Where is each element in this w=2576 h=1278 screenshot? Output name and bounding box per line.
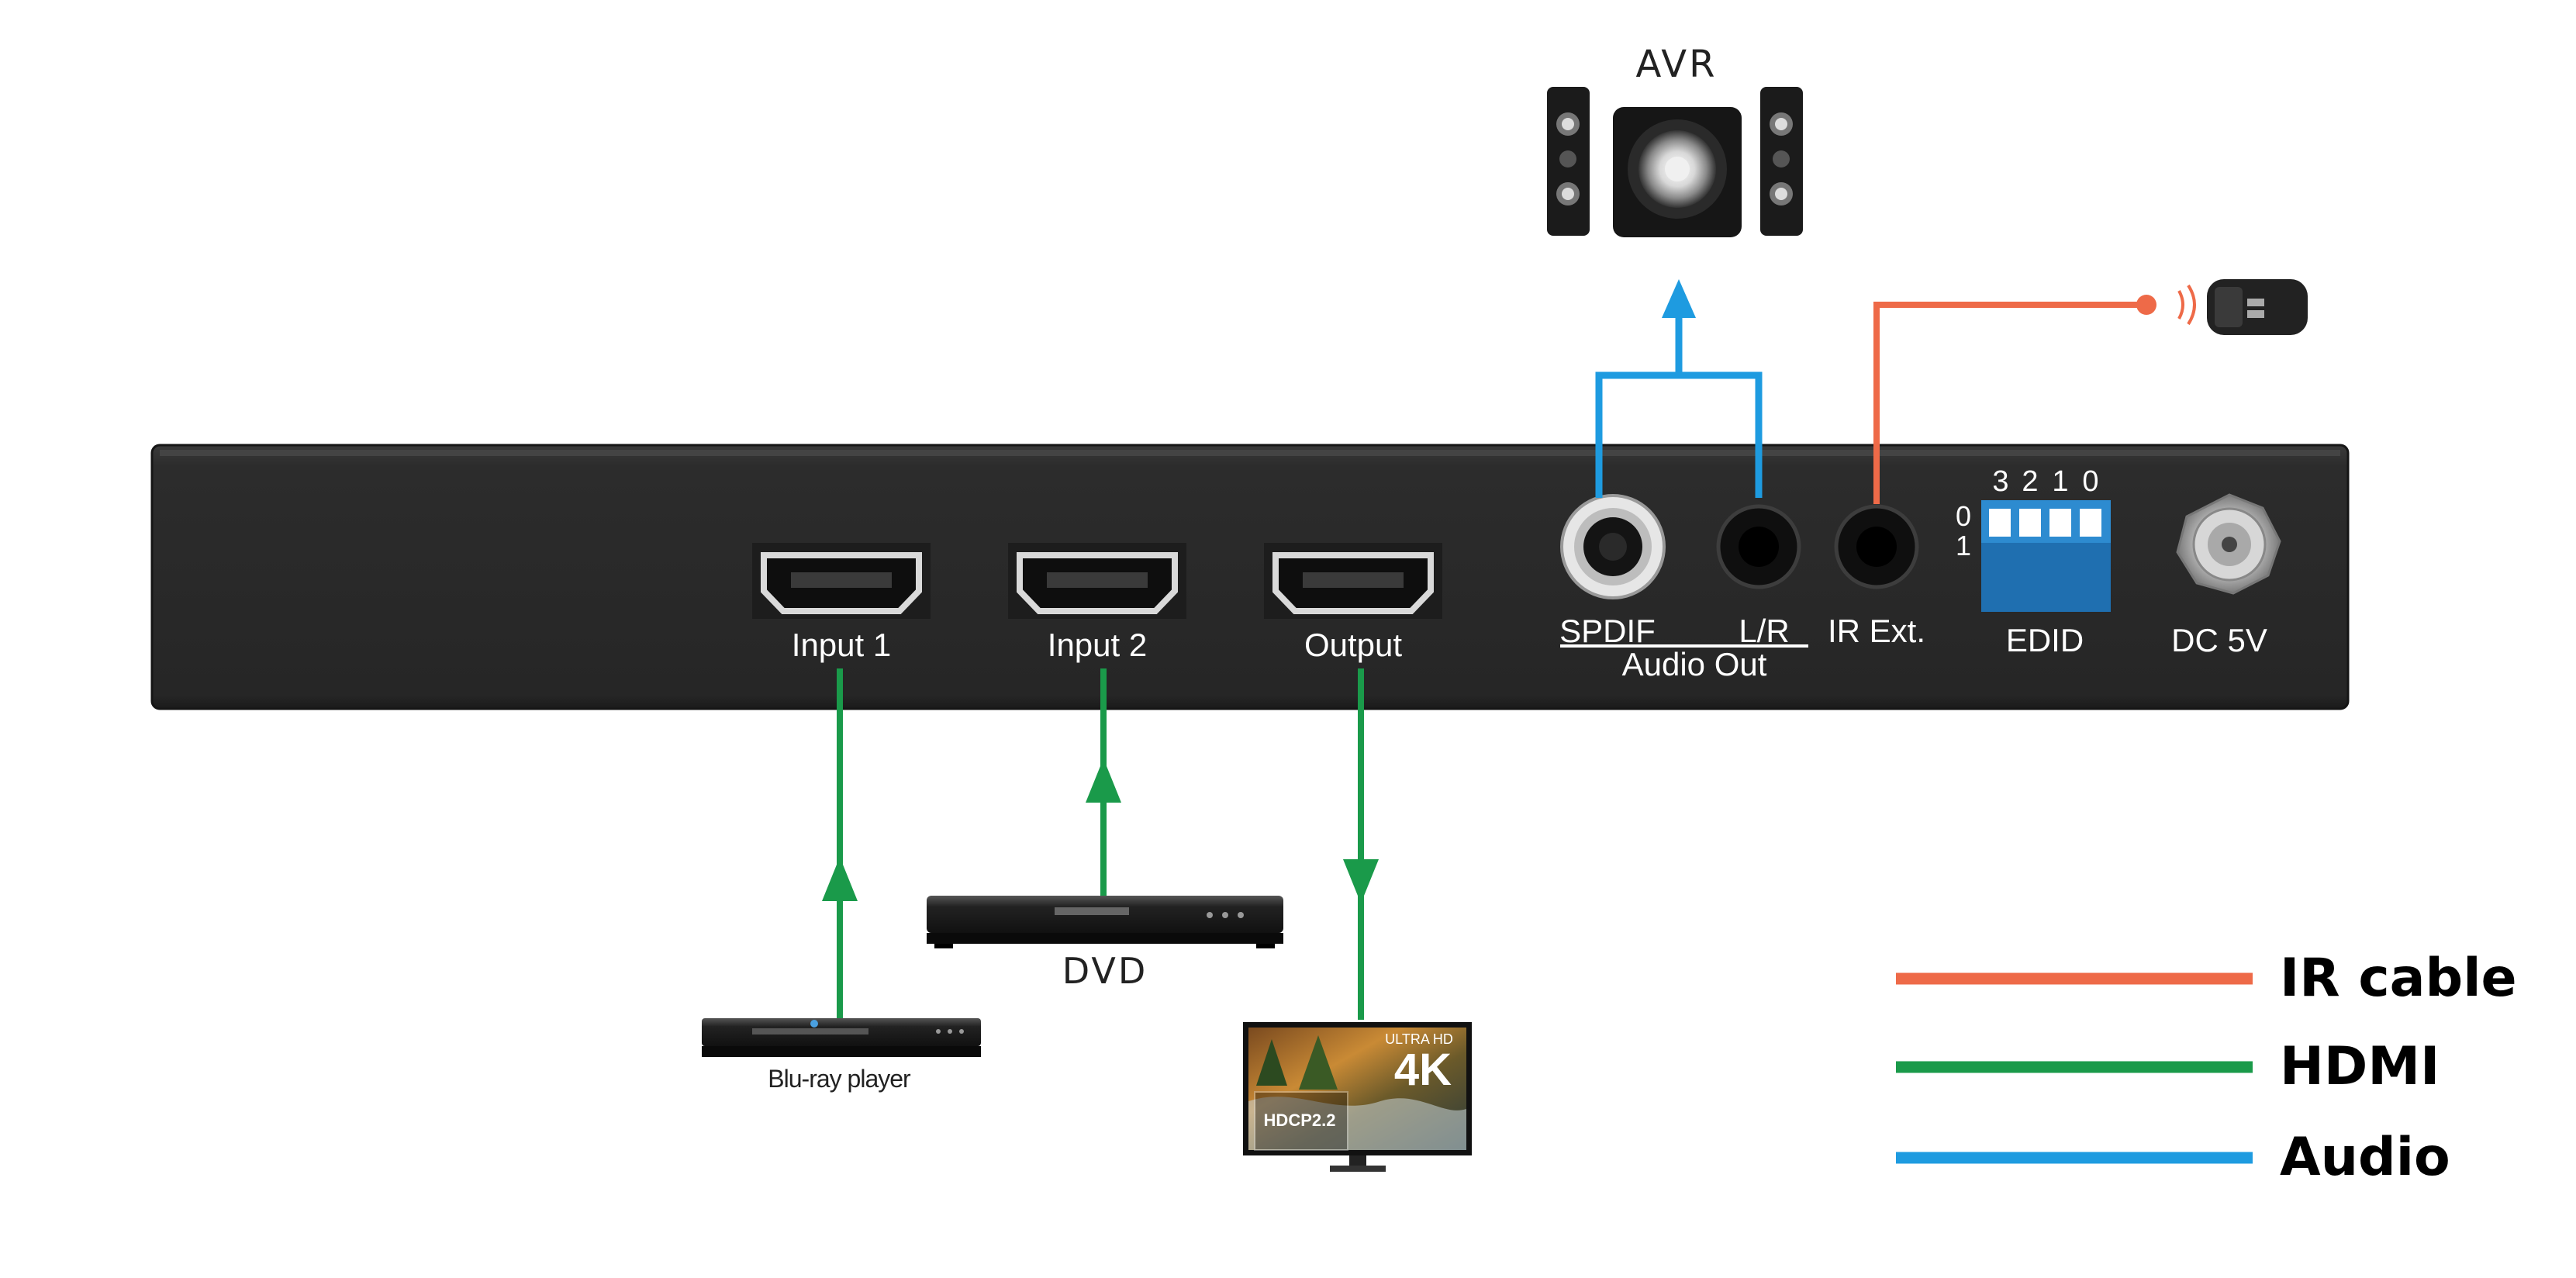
label-ir-ext: IR Ext. (1827, 613, 1926, 649)
hdmi-cable-output (1343, 668, 1379, 1020)
label-edid: EDID (2005, 622, 2084, 658)
dvd-player-icon (927, 896, 1283, 948)
4k-tv-icon (1243, 1022, 1472, 1172)
lr-audio-jack[interactable] (1716, 504, 1801, 589)
hdmi-port-input2[interactable] (1008, 543, 1186, 619)
label-output: Output (1304, 627, 1403, 663)
legend-label-hdmi: HDMI (2280, 1036, 2440, 1097)
audio-cable (1595, 279, 1763, 498)
hdmi-port-output[interactable] (1264, 543, 1442, 619)
hdmi-cable-input1 (822, 668, 858, 1018)
label-dvd: DVD (1062, 950, 1148, 992)
label-input1: Input 1 (791, 627, 892, 663)
ir-remote-icon (2177, 279, 2308, 335)
dip-label-2: 2 (2022, 465, 2039, 498)
device-panel (150, 444, 2350, 710)
bluray-player-icon (702, 1018, 981, 1057)
spdif-port[interactable] (1560, 494, 1666, 599)
label-avr: AVR (1635, 43, 1718, 86)
tv-badge-hdcp: HDCP2.2 (1263, 1110, 1336, 1130)
label-dc-5v: DC 5V (2171, 622, 2267, 658)
dip-label-0: 0 (2082, 465, 2099, 498)
label-bluray-player: Blu-ray player (768, 1065, 910, 1093)
hdmi-port-input1[interactable] (752, 543, 931, 619)
dip-label-3: 3 (1992, 465, 2009, 498)
hdmi-cable-input2 (1086, 668, 1121, 896)
legend-label-audio: Audio (2280, 1127, 2450, 1188)
edid-dip-switch[interactable] (1981, 500, 2111, 612)
legend-label-ir: IR cable (2280, 948, 2517, 1009)
dip-label-1: 1 (2052, 465, 2069, 498)
tv-badge-4k: 4K (1393, 1045, 1452, 1095)
ir-cable (1873, 295, 2156, 504)
avr-speaker-system-icon (1547, 87, 1803, 237)
label-input2: Input 2 (1047, 627, 1148, 663)
legend (1896, 972, 2253, 1164)
dc-power-jack[interactable] (2176, 493, 2281, 595)
ir-ext-jack[interactable] (1834, 504, 1919, 589)
label-audio-out: Audio Out (1621, 646, 1767, 682)
label-spdif: SPDIF (1559, 613, 1656, 649)
label-lr: L/R (1739, 613, 1790, 649)
tv-badge-ultra-hd: ULTRA HD (1385, 1031, 1453, 1047)
dip-side-label-1: 1 (1955, 530, 1972, 561)
dip-side-label-0: 0 (1955, 500, 1972, 532)
